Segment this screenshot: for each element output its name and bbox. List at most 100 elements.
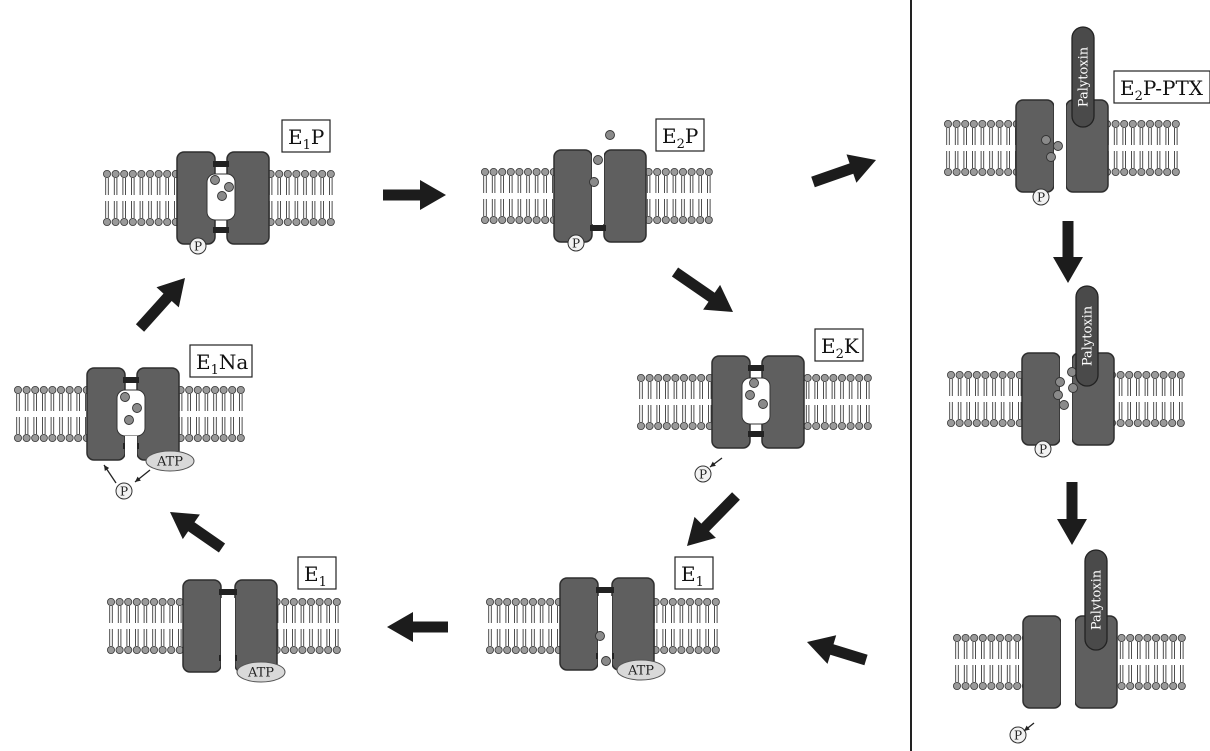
pump-subunit-left: [183, 580, 221, 672]
palytoxin-molecule: Palytoxin: [1072, 27, 1094, 127]
ion-dot: [1056, 378, 1065, 387]
phosphate-group: P: [1035, 441, 1051, 457]
ion-dot: [1047, 153, 1056, 162]
ion-channel: [598, 596, 612, 652]
phosphate-release-arrow: [710, 458, 722, 467]
state-label-e2p_ptx: E2P-PTX: [1114, 71, 1210, 104]
palytoxin-label: Palytoxin: [1090, 569, 1105, 630]
open-intracellular-pathway: [1061, 684, 1075, 710]
open-intracellular-pathway: [125, 436, 137, 462]
ion-dot: [1069, 384, 1078, 393]
state-label-e1_left: E1: [298, 557, 336, 590]
arrow-ptx-step-2: [1057, 482, 1087, 545]
ion-dot: [759, 400, 768, 409]
phosphate-release-arrow: [104, 465, 116, 483]
ion-dot: [1068, 368, 1077, 377]
ion-dot: [602, 657, 611, 666]
arrow-e1-to-e1na: [170, 512, 225, 553]
arrow-e1-to-e1: [387, 612, 448, 642]
pump-subunit-left: [1016, 100, 1054, 192]
open-intracellular-pathway: [1060, 421, 1072, 447]
pump-e2k: [712, 356, 804, 448]
arrow-e2p-to-e2k: [672, 268, 733, 313]
phosphate-group: P: [1010, 727, 1026, 743]
open-intracellular-pathway: [221, 648, 235, 674]
pump-e1-left: [183, 580, 277, 674]
arrow-ptx-step-1: [1053, 221, 1083, 283]
phosphate-label: P: [194, 240, 202, 254]
pump-subunit-left: [1023, 616, 1061, 708]
phosphate-group: P: [116, 483, 132, 499]
atp-label: ATP: [156, 455, 183, 470]
ion-dot: [121, 393, 130, 402]
state-label-text: E1Na: [196, 350, 248, 378]
atp-label: ATP: [627, 664, 654, 679]
pump-subunit-right: [604, 150, 646, 242]
arrow-e2k-to-e1: [687, 492, 740, 546]
open-extracellular-pathway: [1061, 615, 1075, 639]
ion-channel: [221, 598, 235, 654]
ion-dot: [606, 131, 615, 140]
extracellular-gate: [213, 161, 229, 167]
ion-dot: [1054, 391, 1063, 400]
phosphate-label: P: [120, 485, 128, 499]
state-label-e2p: E2P: [656, 119, 704, 152]
extracellular-gate: [219, 589, 237, 595]
intracellular-gate: [213, 227, 229, 233]
phosphate-group: P: [568, 235, 584, 251]
state-label-e2k: E2K: [815, 329, 863, 362]
phosphate-label: P: [1014, 729, 1022, 743]
pump-subunit-left: [560, 578, 598, 670]
ion-dot: [1054, 142, 1063, 151]
phosphate-label: P: [572, 237, 580, 251]
arrow-e1na-to-e1p: [136, 278, 185, 332]
phosphate-group: P: [695, 466, 711, 482]
intracellular-gate: [590, 225, 606, 231]
open-extracellular-pathway: [1054, 99, 1066, 123]
intracellular-gate: [748, 431, 764, 437]
ion-channel: [1061, 634, 1075, 690]
pump-e1na: [87, 368, 179, 462]
arrow-e2p-to-ptx: [811, 154, 876, 187]
arrow-e1p-to-e2p: [383, 180, 446, 210]
atp-to-phosphate-arrow: [135, 470, 150, 482]
state-label-e1p: E1P: [282, 120, 330, 153]
state-label-e1_right: E1: [675, 557, 713, 590]
pump-subunit-left: [554, 150, 592, 242]
palytoxin-label: Palytoxin: [1077, 46, 1092, 107]
atp-molecule: ATP: [617, 660, 665, 680]
ion-dot: [133, 404, 142, 413]
ion-dot: [596, 632, 605, 641]
pump-ptx-2: [1022, 352, 1114, 447]
palytoxin-label: Palytoxin: [1081, 305, 1096, 366]
pump-subunit-right: [235, 580, 277, 672]
phosphate-label: P: [1037, 191, 1045, 205]
state-label-text: E2P-PTX: [1120, 76, 1204, 104]
ion-dot: [590, 178, 599, 187]
ion-dot: [211, 176, 220, 185]
extracellular-gate: [123, 377, 139, 383]
atp-molecule: ATP: [237, 662, 285, 682]
phosphate-group: P: [1033, 189, 1049, 205]
ion-dot: [746, 391, 755, 400]
ion-channel: [592, 168, 604, 224]
extracellular-gate: [748, 365, 764, 371]
state-label-e1na: E1Na: [190, 345, 252, 378]
ion-dot: [750, 379, 759, 388]
extracellular-gate: [596, 587, 614, 593]
ion-dot: [594, 156, 603, 165]
ion-dot: [1060, 401, 1069, 410]
phosphate-group: P: [190, 238, 206, 254]
ion-dot: [225, 183, 234, 192]
phosphate-label: P: [1039, 443, 1047, 457]
palytoxin-molecule: Palytoxin: [1076, 286, 1098, 386]
atp-label: ATP: [247, 666, 274, 681]
ion-dot: [1042, 136, 1051, 145]
phosphate-label: P: [699, 468, 707, 482]
palytoxin-molecule: Palytoxin: [1085, 550, 1107, 650]
phosphate-release-arrow: [1024, 723, 1034, 731]
open-intracellular-pathway: [1054, 168, 1066, 194]
ion-dot: [125, 416, 134, 425]
